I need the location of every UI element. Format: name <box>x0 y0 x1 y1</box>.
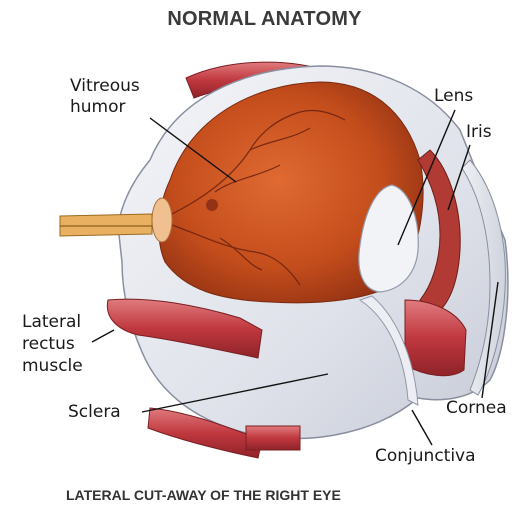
label-vitreous-humor-line2: humor <box>70 97 126 118</box>
macula <box>206 199 218 211</box>
label-iris: Iris <box>466 122 492 143</box>
label-conjunctiva: Conjunctiva <box>375 446 476 467</box>
label-lateral-rectus-line2: rectus <box>22 334 75 355</box>
label-vitreous-humor-line1: Vitreous <box>70 76 140 97</box>
label-lens: Lens <box>434 86 473 107</box>
inferior-muscle-insertion <box>246 426 300 450</box>
label-lateral-rectus-line3: muscle <box>22 356 83 377</box>
label-sclera: Sclera <box>68 402 121 423</box>
label-lateral-rectus-line1: Lateral <box>22 312 81 333</box>
diagram-caption: LATERAL CUT-AWAY OF THE RIGHT EYE <box>66 487 341 503</box>
label-cornea: Cornea <box>446 398 507 419</box>
optic-disc <box>152 198 172 242</box>
optic-nerve <box>60 214 152 236</box>
